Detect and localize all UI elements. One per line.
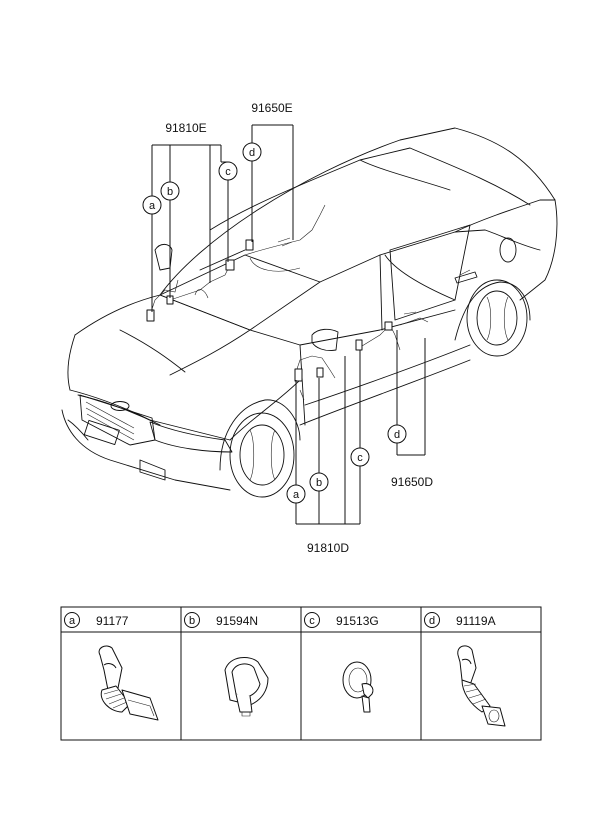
connector-a-lower xyxy=(294,368,303,382)
marker-b-upper: b xyxy=(160,181,180,201)
svg-text:c: c xyxy=(309,615,315,627)
parts-table: a 91177 b 91594N c 91513G d 91119A xyxy=(60,606,542,741)
marker-b-lower: b xyxy=(309,472,329,492)
svg-text:91594N: 91594N xyxy=(216,614,258,628)
callout-91810e: 91810E xyxy=(165,121,206,135)
marker-c-upper: c xyxy=(218,161,238,181)
marker-d-upper: d xyxy=(242,142,262,162)
svg-text:a: a xyxy=(149,200,156,212)
table-header-b: b 91594N xyxy=(184,612,258,628)
part-91119a-illustration xyxy=(457,645,506,727)
marker-a-upper: a xyxy=(142,195,162,215)
table-header-d: d 91119A xyxy=(424,612,496,628)
part-91594n-illustration xyxy=(224,657,269,717)
part-91513g-illustration xyxy=(342,661,374,713)
svg-text:c: c xyxy=(225,166,231,178)
callout-markers: a b c d a b c d xyxy=(142,142,407,504)
svg-text:d: d xyxy=(249,147,255,159)
wiring-harnesses xyxy=(146,204,471,401)
svg-text:b: b xyxy=(316,477,322,489)
callout-91650d: 91650D xyxy=(391,475,433,489)
table-header-a: a 91177 xyxy=(64,612,129,628)
car-illustration xyxy=(61,127,558,498)
connector-c-upper xyxy=(225,259,235,271)
marker-a-lower: a xyxy=(286,484,306,504)
table-header-c: c 91513G xyxy=(304,612,379,628)
part-91177-illustration xyxy=(98,645,159,721)
callout-91810d: 91810D xyxy=(307,541,349,555)
callout-91650e: 91650E xyxy=(251,101,292,115)
connector-a-upper xyxy=(146,309,155,322)
callout-lines xyxy=(151,124,426,525)
svg-text:a: a xyxy=(69,615,76,627)
svg-text:b: b xyxy=(189,615,195,627)
svg-text:d: d xyxy=(394,429,400,441)
svg-text:d: d xyxy=(429,615,435,627)
svg-text:91513G: 91513G xyxy=(336,614,379,628)
marker-c-lower: c xyxy=(350,447,370,467)
connector-d-roof xyxy=(245,239,254,251)
svg-text:91177: 91177 xyxy=(96,614,129,628)
connector-c-lower xyxy=(355,339,363,351)
svg-text:a: a xyxy=(293,489,300,501)
connector-d-rear xyxy=(384,321,393,331)
svg-text:91119A: 91119A xyxy=(456,614,496,628)
marker-d-lower: d xyxy=(387,424,407,444)
svg-text:b: b xyxy=(167,186,173,198)
svg-text:c: c xyxy=(357,452,363,464)
